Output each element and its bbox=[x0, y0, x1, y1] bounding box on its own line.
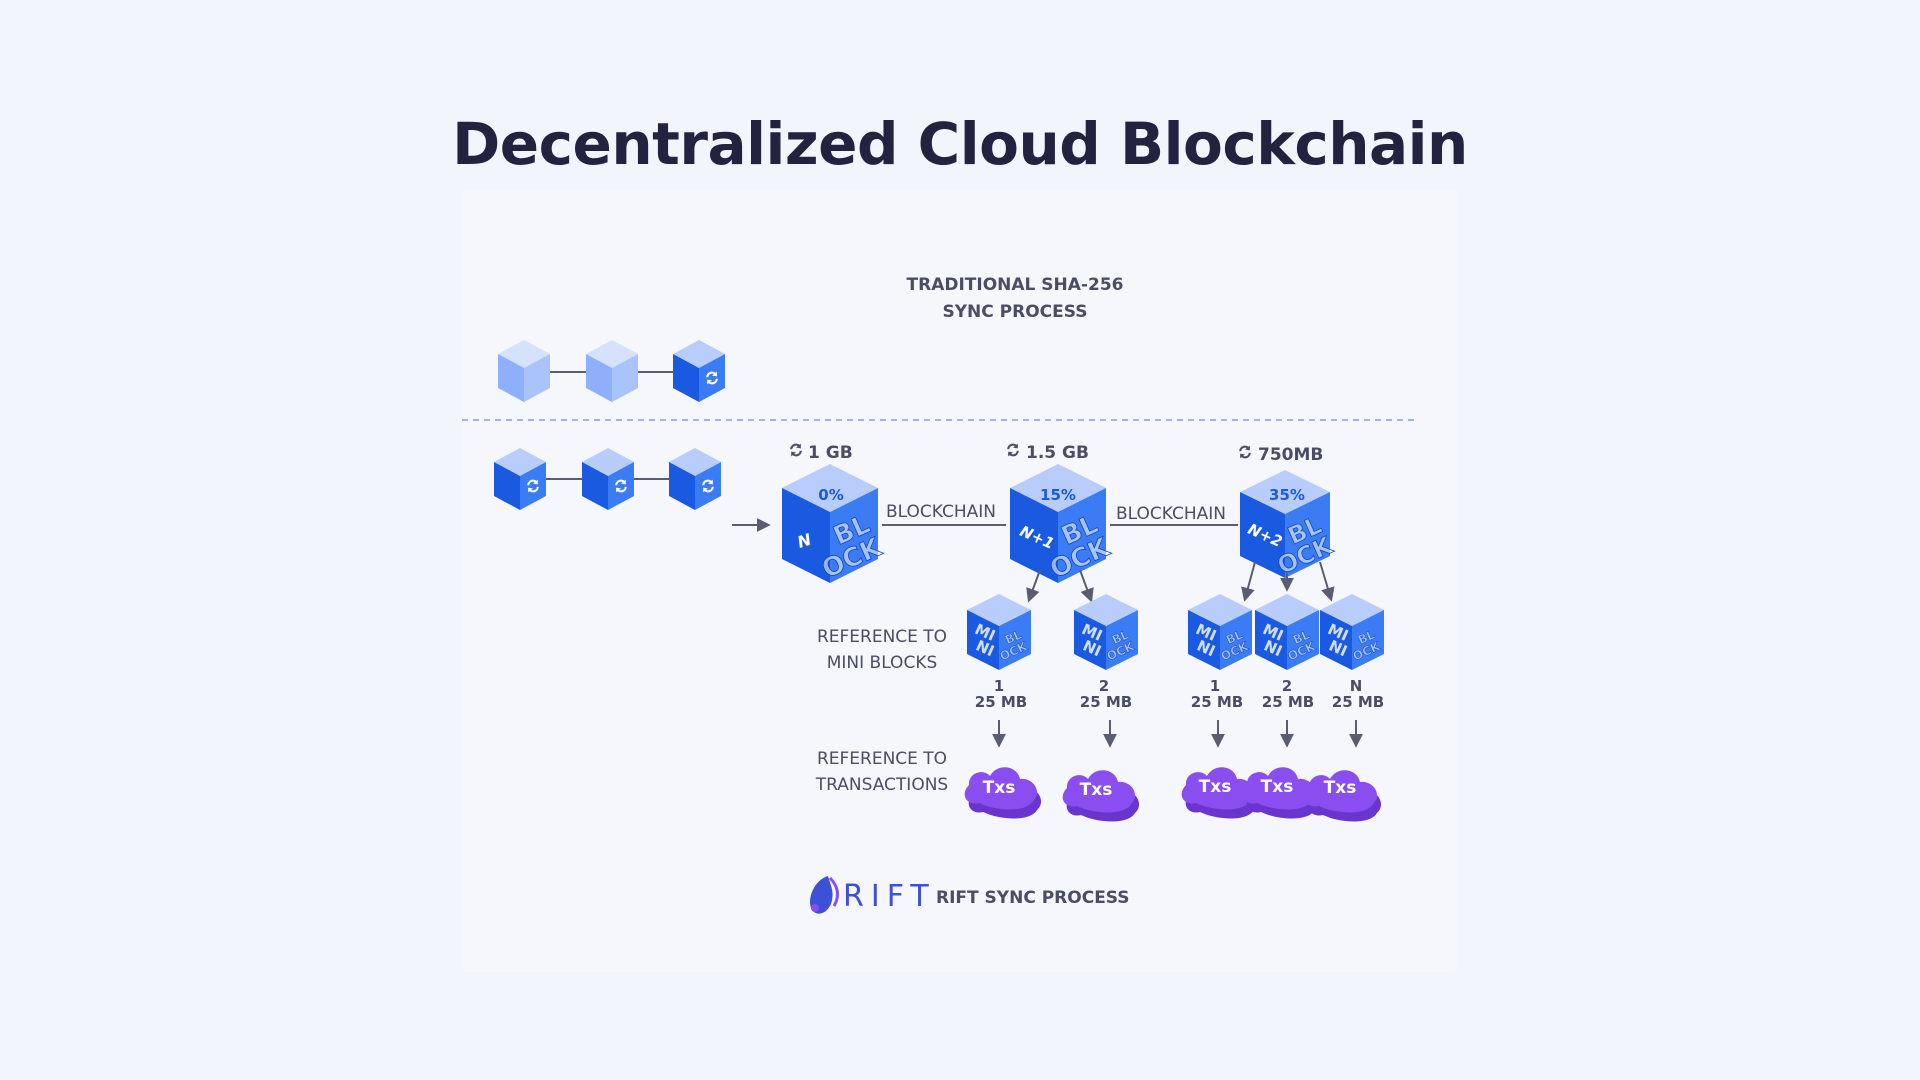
mini-block-arrows bbox=[1026, 561, 1335, 603]
block-percent: 0% bbox=[818, 486, 843, 504]
mini-block-index: 2 bbox=[1282, 677, 1292, 695]
txs-label: Txs bbox=[983, 778, 1016, 798]
mini-block: MI NI BL OCK bbox=[1188, 594, 1252, 670]
mini-block-index: 1 bbox=[994, 677, 1004, 695]
mini-block-index: 1 bbox=[1210, 677, 1220, 695]
connector-label: BLOCKCHAIN bbox=[886, 502, 996, 522]
sync-icon bbox=[1239, 444, 1251, 460]
traditional-cube-syncing bbox=[673, 340, 725, 402]
block-size: 1.5 GB bbox=[1026, 443, 1089, 463]
rift-cube bbox=[494, 448, 546, 510]
mini-block: MI NI BL OCK bbox=[1320, 594, 1384, 670]
txs-cloud: Txs bbox=[1181, 767, 1259, 819]
ref-mini-label-line1: REFERENCE TO bbox=[817, 627, 947, 647]
traditional-label-line1: TRADITIONAL SHA-256 bbox=[907, 275, 1124, 295]
mini-block-size: 25 MB bbox=[1191, 693, 1243, 711]
rift-sync-label: RIFT SYNC PROCESS bbox=[936, 888, 1130, 908]
svg-text:NI: NI bbox=[1326, 637, 1350, 661]
mini-column-2: MI NI BL OCK 1 25 MB Txs bbox=[1181, 594, 1259, 819]
ref-tx-label-line2: TRANSACTIONS bbox=[815, 775, 948, 795]
rift-cube bbox=[669, 448, 721, 510]
svg-text:NI: NI bbox=[1080, 637, 1104, 661]
svg-text:BL: BL bbox=[1003, 627, 1024, 647]
mini-block-index: 2 bbox=[1099, 677, 1109, 695]
svg-text:BL: BL bbox=[1356, 627, 1377, 647]
traditional-cube-light bbox=[586, 340, 638, 402]
page-title: Decentralized Cloud Blockchain bbox=[452, 110, 1468, 178]
sync-icon bbox=[790, 442, 802, 458]
txs-cloud: Txs bbox=[1304, 770, 1382, 822]
connector-label: BLOCKCHAIN bbox=[1116, 504, 1226, 524]
mini-block-size: 25 MB bbox=[1080, 693, 1132, 711]
txs-cloud: Txs bbox=[1062, 770, 1140, 822]
block-percent: 35% bbox=[1269, 486, 1305, 504]
traditional-label-line2: SYNC PROCESS bbox=[943, 302, 1088, 322]
big-block-2: 750MB 35% N+2 BL OCK bbox=[1239, 444, 1338, 580]
mini-block-columns: MI NI BL OCK 1 25 MB Txs MI NI BL bbox=[964, 594, 1384, 822]
ref-tx-label-line1: REFERENCE TO bbox=[817, 749, 947, 769]
svg-text:NI: NI bbox=[1194, 637, 1218, 661]
mini-block-index: N bbox=[1350, 677, 1363, 695]
mini-block: MI NI BL OCK bbox=[1255, 594, 1319, 670]
mini-block-size: 25 MB bbox=[1262, 693, 1314, 711]
mini-column-1: MI NI BL OCK 2 25 MB Txs bbox=[1062, 594, 1140, 822]
sync-icon bbox=[1007, 442, 1019, 458]
block-percent: 15% bbox=[1040, 486, 1076, 504]
txs-label: Txs bbox=[1261, 777, 1294, 797]
mini-block: MI NI BL OCK bbox=[1074, 594, 1138, 670]
big-block-1: 1.5 GB 15% N+1 BL OCK bbox=[1007, 442, 1115, 585]
big-block-0: 1 GB 0% N BL OCK bbox=[782, 442, 887, 585]
block-size: 1 GB bbox=[808, 443, 853, 463]
txs-label: Txs bbox=[1080, 780, 1113, 800]
traditional-cube-light bbox=[498, 340, 550, 402]
mini-block-size: 25 MB bbox=[1332, 693, 1384, 711]
mini-column-0: MI NI BL OCK 1 25 MB Txs bbox=[964, 594, 1042, 819]
svg-text:NI: NI bbox=[973, 637, 997, 661]
rift-footer: RIFT RIFT SYNC PROCESS bbox=[809, 876, 1130, 914]
rift-logo-text: RIFT bbox=[843, 879, 936, 914]
block-size: 750MB bbox=[1258, 445, 1323, 465]
svg-text:BL: BL bbox=[1224, 627, 1245, 647]
txs-label: Txs bbox=[1324, 778, 1357, 798]
mini-block-size: 25 MB bbox=[975, 693, 1027, 711]
txs-label: Txs bbox=[1199, 777, 1232, 797]
mini-block: MI NI BL OCK bbox=[967, 594, 1031, 670]
mini-column-3: MI NI BL OCK 2 25 MB Txs bbox=[1242, 594, 1320, 819]
svg-text:BL: BL bbox=[1110, 627, 1131, 647]
rift-chain bbox=[494, 448, 771, 532]
ref-mini-label-line2: MINI BLOCKS bbox=[827, 653, 938, 673]
traditional-chain bbox=[498, 340, 725, 402]
txs-cloud: Txs bbox=[1242, 767, 1320, 819]
rift-cube bbox=[582, 448, 634, 510]
svg-text:BL: BL bbox=[1291, 627, 1312, 647]
block-tag: N bbox=[795, 529, 814, 551]
txs-cloud: Txs bbox=[964, 767, 1042, 819]
rift-logo-icon bbox=[809, 876, 839, 914]
svg-text:NI: NI bbox=[1261, 637, 1285, 661]
